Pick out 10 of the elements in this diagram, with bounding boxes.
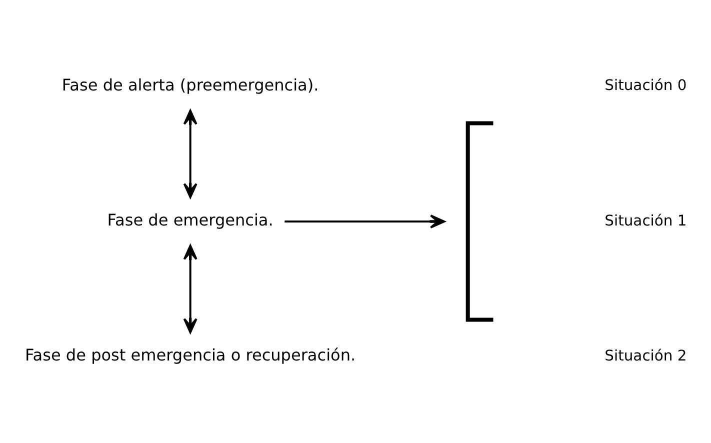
node-text: Fase de alerta (preemergencia). [62, 76, 319, 95]
label: Situación 0 [604, 77, 687, 94]
label: Situación 1 [604, 212, 687, 230]
label: Situación 2 [604, 347, 687, 364]
node-brace [466, 121, 494, 322]
node-text: Fase de emergencia. [107, 210, 274, 230]
node-text: Fase de post emergencia o recuperación. [25, 346, 356, 365]
arrow [183, 110, 198, 198]
arrow [183, 244, 198, 334]
arrow [284, 214, 446, 229]
